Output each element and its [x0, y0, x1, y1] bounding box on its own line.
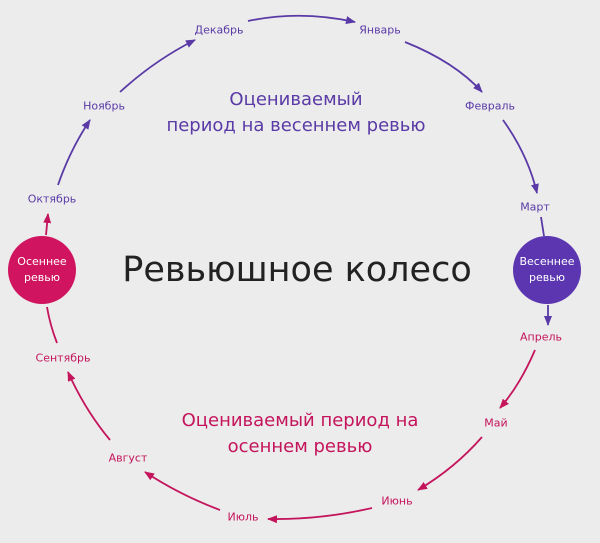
arrow-may-jun [417, 436, 483, 491]
spring-period-line2: период на весеннем ревью [166, 115, 426, 136]
arrow-jun-jul [267, 507, 373, 524]
month-august: Август [108, 451, 148, 465]
spring-review-node: Весеннее ревью [513, 236, 581, 304]
month-july: Июль [227, 510, 259, 524]
spring-period-label: Оцениваемый период на весеннем ревью [166, 87, 425, 139]
arrow-feb-mar [502, 119, 539, 194]
autumn-period-label: Оцениваемый период на осеннем ревью [182, 408, 419, 460]
arrow-jan-feb [404, 41, 483, 93]
spring-review-line1: Весеннее [519, 255, 575, 268]
month-april: Апрель [520, 330, 562, 344]
arrow-mar-spring [540, 216, 545, 237]
autumn-period-line1: Оцениваемый период на [181, 410, 419, 431]
month-june: Июнь [381, 494, 413, 508]
month-february: Февраль [465, 99, 515, 113]
autumn-review-line2: ревью [24, 271, 60, 284]
month-january: Январь [359, 23, 401, 37]
month-november: Ноябрь [83, 99, 125, 113]
arrow-nov-dec [119, 39, 196, 93]
arrow-oct-nov [57, 119, 91, 186]
month-march: Март [520, 200, 550, 214]
autumn-review-line1: Осеннее [17, 255, 67, 268]
arrow-jul-aug [144, 471, 221, 511]
spring-review-line2: ревью [529, 271, 565, 284]
autumn-review-node: Осеннее ревью [8, 236, 76, 304]
arrow-aug-sep [67, 371, 111, 441]
arrow-autumn-oct [43, 213, 52, 236]
month-september: Сентябрь [35, 351, 91, 365]
month-may: Май [484, 416, 508, 430]
arrow-dec-jan [247, 14, 356, 24]
diagram-title: Ревьюшное колесо [122, 250, 472, 290]
month-october: Октябрь [27, 192, 77, 206]
month-december: Декабрь [194, 23, 244, 37]
spring-period-line1: Оцениваемый [229, 89, 363, 110]
autumn-period-line2: осеннем ревью [227, 436, 373, 457]
arrow-apr-may [499, 349, 536, 409]
arrow-sep-autumn [46, 306, 58, 344]
